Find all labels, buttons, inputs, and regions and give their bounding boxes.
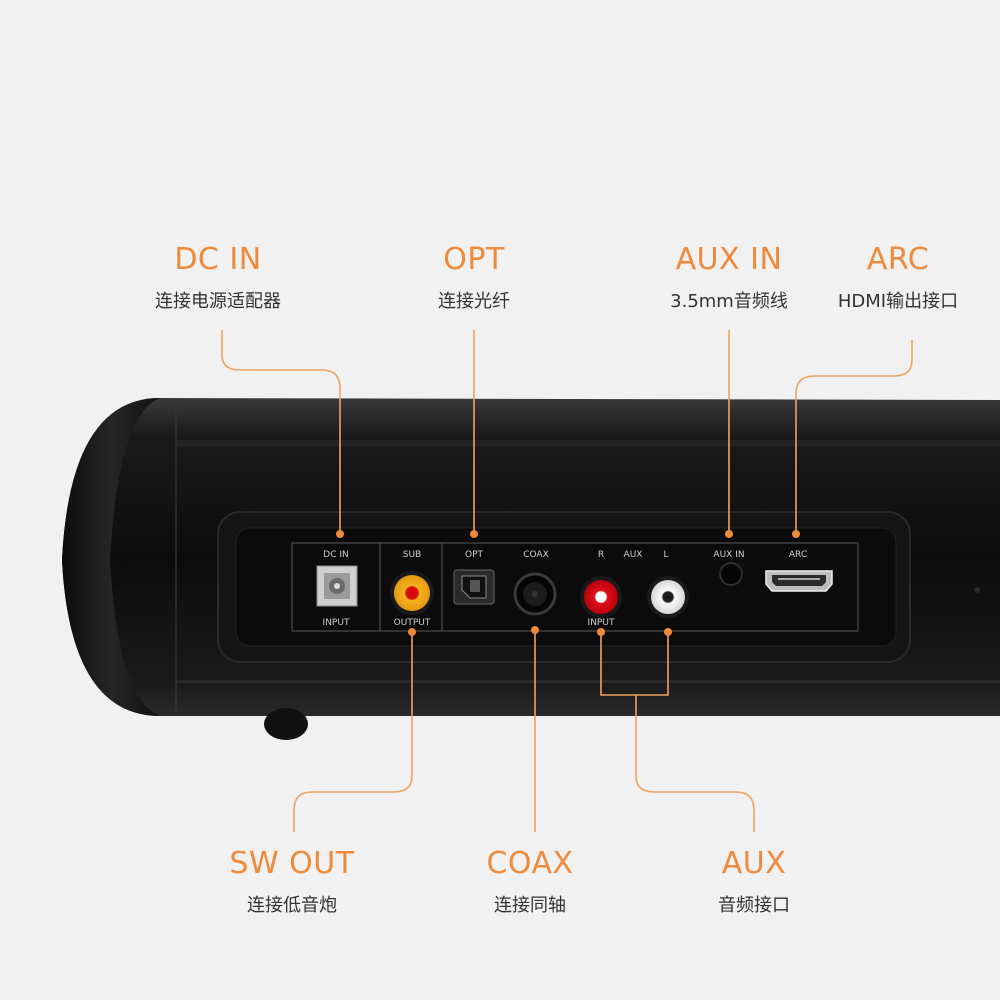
panel-label-input: INPUT: [323, 618, 350, 628]
callout-sw-out-subtitle: 连接低音炮: [247, 895, 337, 916]
callout-leader-dots: [336, 530, 800, 636]
sub-out-rca-port: [390, 571, 434, 615]
callout-aux-in-subtitle: 3.5mm音频线: [670, 291, 788, 312]
callout-coax: COAX 连接同轴: [410, 846, 650, 917]
callout-sw-out: SW OUT 连接低音炮: [172, 846, 412, 917]
connector-panel: [235, 527, 897, 647]
callout-aux-in-title: AUX IN: [675, 242, 783, 277]
panel-label-arc: ARC: [789, 550, 807, 560]
dc-in-port: [316, 565, 358, 607]
panel-label-sub: SUB: [403, 550, 421, 560]
callout-coax-title: COAX: [486, 846, 574, 881]
callout-dc-in: DC IN 连接电源适配器: [98, 242, 338, 313]
callout-aux-subtitle: 音频接口: [718, 895, 790, 916]
aux-in-jack: [719, 562, 743, 586]
coax-port: [513, 572, 557, 616]
callout-opt-title: OPT: [443, 242, 505, 277]
callout-arc-title: ARC: [866, 242, 930, 277]
callout-dc-in-title: DC IN: [174, 242, 262, 277]
panel-label-output: OUTPUT: [394, 618, 431, 628]
callout-coax-subtitle: 连接同轴: [494, 895, 566, 916]
callout-sw-out-title: SW OUT: [229, 846, 355, 881]
side-dot: [974, 587, 980, 593]
panel-label-input-2: INPUT: [588, 618, 615, 628]
panel-label-r: R: [598, 550, 604, 560]
soundbar-foot: [264, 708, 308, 740]
callout-aux: AUX 音频接口: [634, 846, 874, 917]
panel-label-dc-in: DC IN: [323, 550, 348, 560]
callout-leader-lines: [221, 330, 913, 832]
panel-label-aux: AUX: [624, 550, 643, 560]
optical-port: [453, 569, 495, 605]
callout-aux-in: AUX IN 3.5mm音频线: [609, 242, 849, 313]
soundbar-end-cap: [62, 398, 160, 716]
callout-arc-subtitle: HDMI输出接口: [837, 291, 959, 312]
callout-opt-subtitle: 连接光纤: [438, 291, 510, 312]
callout-arc: ARC HDMI输出接口: [778, 242, 1000, 313]
panel-label-coax: COAX: [523, 550, 549, 560]
callout-aux-title: AUX: [721, 846, 787, 881]
panel-label-opt: OPT: [465, 550, 484, 560]
aux-l-rca-port: [647, 576, 689, 618]
callout-opt: OPT 连接光纤: [354, 242, 594, 313]
hdmi-arc-port: [765, 570, 833, 592]
aux-r-rca-port: [580, 576, 622, 618]
panel-label-l: L: [663, 550, 668, 560]
callout-dc-in-subtitle: 连接电源适配器: [155, 291, 281, 312]
panel-label-aux-in: AUX IN: [713, 550, 744, 560]
